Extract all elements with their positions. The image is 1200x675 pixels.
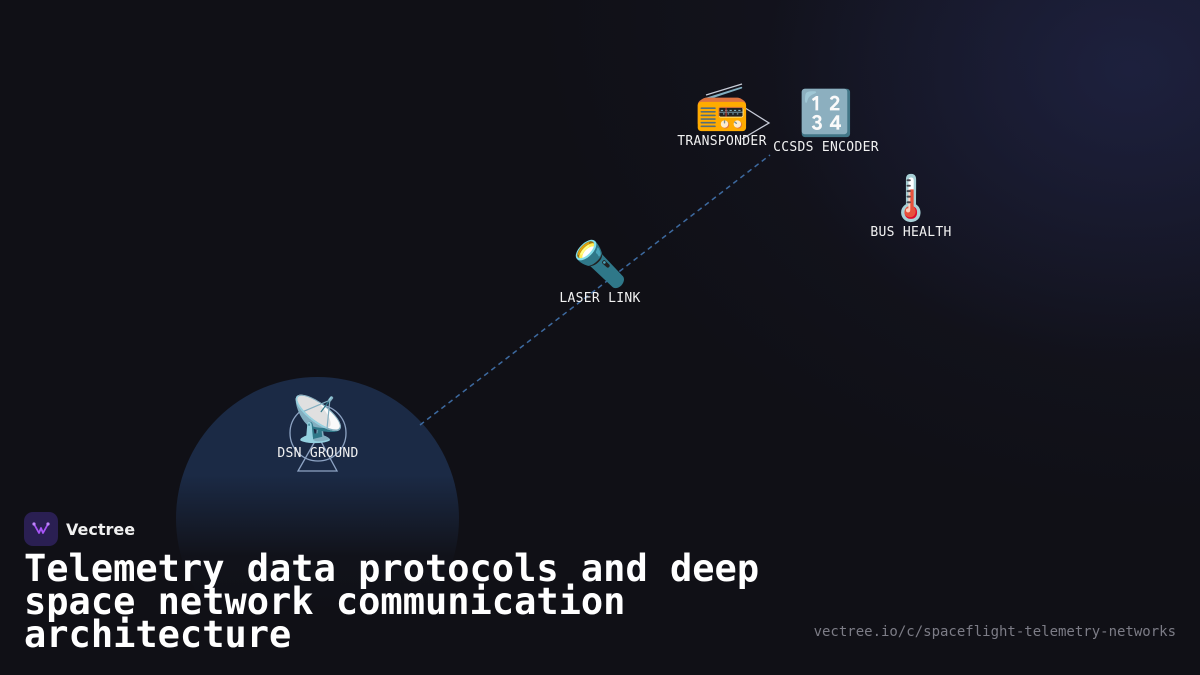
transponder-signal-chevron [741, 105, 771, 140]
dsn-mast [296, 434, 339, 472]
radio-icon: 📻 [694, 82, 750, 133]
dsn-ring [289, 404, 347, 462]
node-ccsds-encoder: 🔢 CCSDS ENCODER [773, 88, 879, 156]
node-label: DSN GROUND [277, 446, 359, 461]
link-laser-to-ccsds [597, 154, 771, 289]
numbers-icon: 🔢 [798, 88, 854, 139]
transponder-antenna [705, 83, 743, 96]
bottom-fade [0, 475, 1200, 675]
satellite-dish-icon: 📡 [290, 394, 346, 445]
node-label: CCSDS ENCODER [773, 140, 879, 155]
brand-name: Vectree [66, 519, 136, 539]
link-dsn-to-laser [419, 287, 599, 426]
source-url[interactable]: vectree.io/c/spaceflight-telemetry-netwo… [813, 624, 1176, 640]
node-label: TRANSPONDER [677, 134, 767, 149]
node-label: BUS HEALTH [870, 225, 952, 240]
flashlight-icon: 🔦 [572, 239, 628, 290]
thermometer-icon: 🌡️ [883, 173, 939, 224]
node-transponder: 📻 TRANSPONDER [677, 82, 767, 150]
node-dsn-ground: 📡 DSN GROUND [277, 394, 359, 462]
brand[interactable]: Vectree [24, 512, 135, 546]
node-bus-health: 🌡️ BUS HEALTH [870, 173, 952, 241]
node-laser-link: 🔦 LASER LINK [559, 239, 641, 307]
vectree-logo-icon [24, 512, 58, 546]
page-title: Telemetry data protocols and deep space … [24, 547, 760, 656]
node-label: LASER LINK [559, 291, 641, 306]
